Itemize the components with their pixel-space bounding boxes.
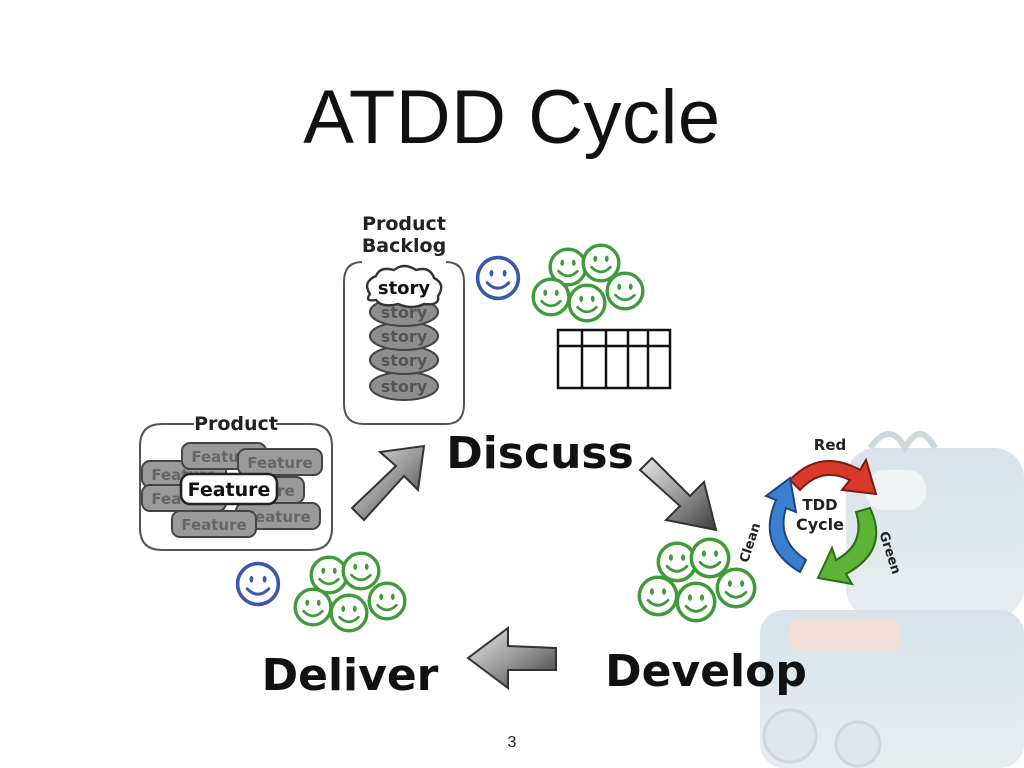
tdd-clean-arrow [763, 476, 808, 574]
tdd-red-label: Red [814, 436, 846, 454]
stage-deliver-label: Deliver [262, 650, 439, 701]
feature-card-label: Feature [247, 454, 312, 472]
robot-background-illustration [760, 431, 1024, 768]
stage-discuss-label: Discuss [446, 428, 634, 479]
stacked-story-cards: story story story story [369, 297, 439, 401]
top-story-label: story [378, 278, 431, 299]
stacked-story-label: story [381, 351, 428, 370]
tdd-center-line1: TDD [802, 496, 837, 514]
acceptance-test-table-icon [556, 328, 672, 390]
backlog-title-line2: Backlog [362, 235, 446, 257]
top-story-card: story [365, 264, 443, 309]
backlog-title-line1: Product [362, 213, 446, 235]
tdd-clean-label: Clean [737, 521, 764, 564]
arrow-deliver-to-discuss [350, 444, 426, 522]
new-feature-label: Feature [188, 479, 271, 501]
page-number: 3 [507, 734, 517, 751]
team-faces-top [531, 243, 645, 323]
product-backlog: Product Backlog story story story story [343, 213, 465, 425]
feature-card-label: Feature [245, 508, 310, 526]
stacked-story-label: story [381, 377, 428, 396]
stacked-story-label: story [381, 327, 428, 346]
customer-smiley-icon [235, 561, 281, 607]
team-faces-develop [637, 537, 757, 623]
product-box: Product Feature Feature Feature Feature … [139, 413, 333, 551]
tdd-green-arrow [816, 506, 878, 586]
arrow-develop-to-deliver [466, 626, 557, 690]
feature-card-label: Feature [181, 516, 246, 534]
stage-develop-label: Develop [605, 646, 807, 697]
product-box-title: Product [194, 413, 278, 435]
tdd-center-line2: Cycle [796, 515, 844, 534]
tdd-red-arrow [788, 457, 878, 496]
customer-smiley-icon [475, 255, 521, 301]
arrow-discuss-to-develop [638, 456, 718, 532]
new-feature-card: Feature [179, 472, 279, 506]
slide-title: ATDD Cycle [303, 75, 721, 160]
team-faces-deliver [293, 551, 407, 633]
